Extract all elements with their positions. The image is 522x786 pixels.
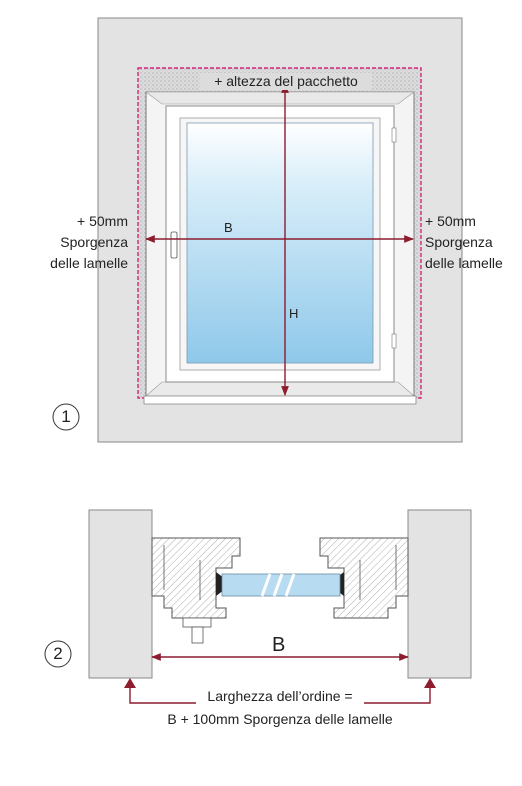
left-overhang-line1: + 50mm bbox=[77, 213, 128, 229]
package-height-label: + altezza del pacchetto bbox=[214, 73, 358, 89]
window-sill bbox=[143, 395, 417, 405]
right-overhang-line1: + 50mm bbox=[425, 213, 476, 229]
figure-1-number-circle bbox=[52, 403, 80, 431]
figure-2-number: 2 bbox=[53, 644, 63, 663]
width-label-b-2: B bbox=[272, 634, 286, 656]
figure-2 bbox=[44, 509, 472, 704]
right-frame-profile bbox=[319, 537, 409, 619]
right-overhang-line3: delle lamelle bbox=[425, 255, 503, 271]
height-label-h: H bbox=[289, 306, 299, 321]
order-width-caption-line1: Larghezza dell’ordine = bbox=[207, 688, 353, 704]
left-overhang-line3: delle lamelle bbox=[50, 255, 128, 271]
window-handle bbox=[170, 231, 178, 259]
order-width-caption-line2: B + 100mm Sporgenza delle lamelle bbox=[167, 711, 393, 727]
figure-2-number-circle bbox=[44, 640, 72, 668]
left-wall-section bbox=[88, 509, 153, 679]
right-overhang-line2: Sporgenza bbox=[425, 234, 493, 250]
right-wall-section bbox=[407, 509, 472, 679]
order-width-bracket bbox=[129, 681, 431, 704]
width-label-b: B bbox=[224, 220, 233, 235]
figure-1 bbox=[52, 17, 463, 443]
figure-1-number: 1 bbox=[61, 407, 71, 426]
left-handle bbox=[182, 617, 212, 628]
window-glass bbox=[186, 122, 374, 364]
left-overhang-line2: Sporgenza bbox=[60, 234, 128, 250]
left-frame-profile bbox=[151, 537, 241, 619]
measurement-outline bbox=[137, 67, 422, 399]
